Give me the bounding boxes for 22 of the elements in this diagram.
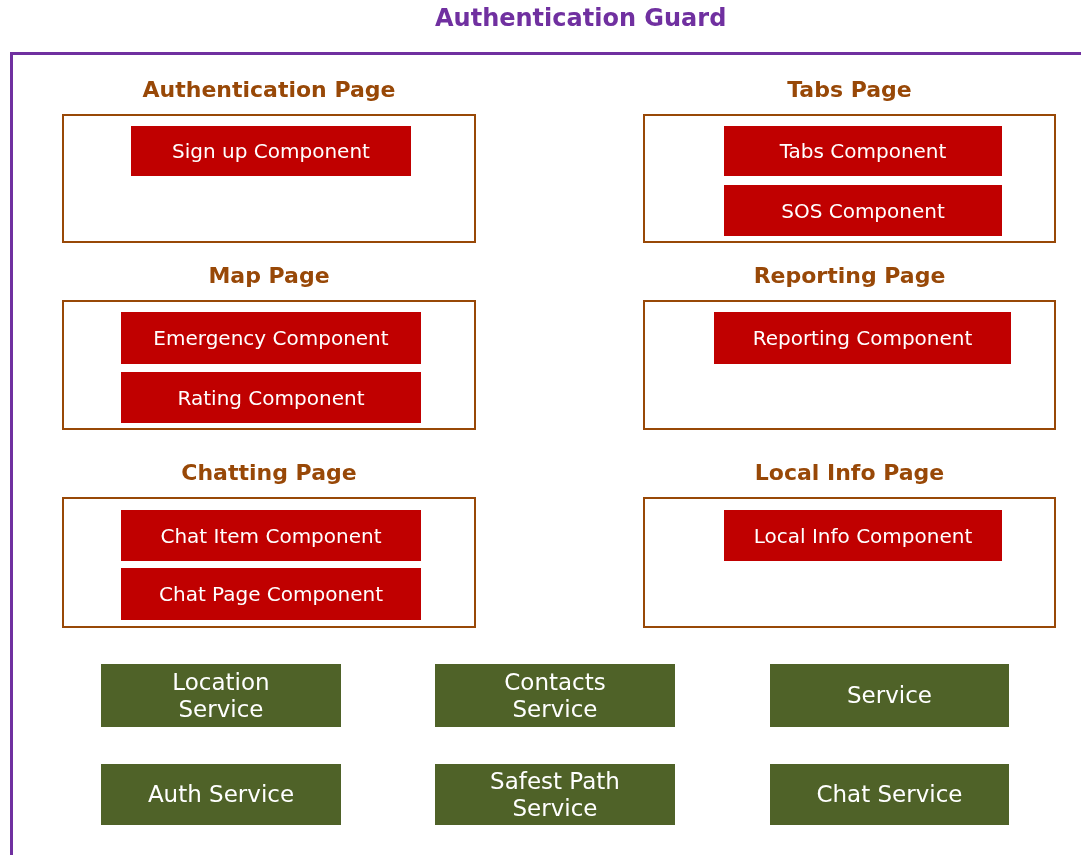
guard-title: Authentication Guard [434,4,728,32]
component-box: SOS Component [724,185,1002,236]
page-heading: Authentication Page [141,77,397,102]
service-box: Service [770,664,1009,727]
component-box: Sign up Component [131,126,411,176]
page-heading: Local Info Page [753,460,946,485]
service-box: Auth Service [101,764,341,825]
component-box: Chat Page Component [121,568,421,620]
component-box: Chat Item Component [121,510,421,561]
service-box: Contacts Service [435,664,675,727]
page-heading: Reporting Page [752,263,947,288]
service-box: Safest Path Service [435,764,675,825]
component-box: Tabs Component [724,126,1002,176]
component-box: Local Info Component [724,510,1002,561]
page-heading: Chatting Page [180,460,358,485]
service-box: Location Service [101,664,341,727]
page-heading: Tabs Page [786,77,913,102]
component-box: Reporting Component [714,312,1011,364]
component-box: Emergency Component [121,312,421,364]
component-box: Rating Component [121,372,421,423]
page-heading: Map Page [207,263,331,288]
service-box: Chat Service [770,764,1009,825]
